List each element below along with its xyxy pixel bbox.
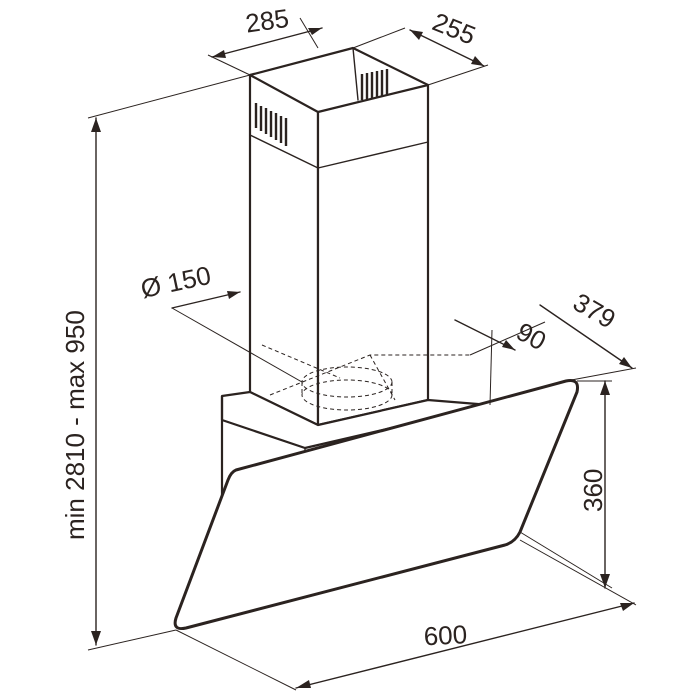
dim-label-379: 379 [568, 287, 621, 335]
glass-panel [173, 379, 579, 630]
dim-label-360: 360 [578, 469, 608, 512]
left-vent-slots [254, 103, 288, 146]
dim-hood-width: 600 [175, 539, 637, 691]
duct-outlet [261, 344, 470, 411]
dim-chimney-width: 285 [207, 3, 323, 76]
dim-total-height: min 2810 - max 950 [60, 74, 251, 651]
dim-label-600: 600 [423, 619, 468, 651]
dim-label-90: 90 [512, 316, 552, 356]
dim-duct-offset: 90 [454, 316, 552, 356]
dim-glass-height: 360 [519, 380, 613, 589]
dim-label-total-height: min 2810 - max 950 [60, 310, 90, 540]
dim-label-285: 285 [244, 3, 291, 39]
right-vent-slots [360, 69, 389, 100]
dim-label-diameter: Ø 150 [138, 260, 214, 304]
dim-label-255: 255 [428, 7, 479, 51]
chimney-cover [248, 46, 430, 427]
